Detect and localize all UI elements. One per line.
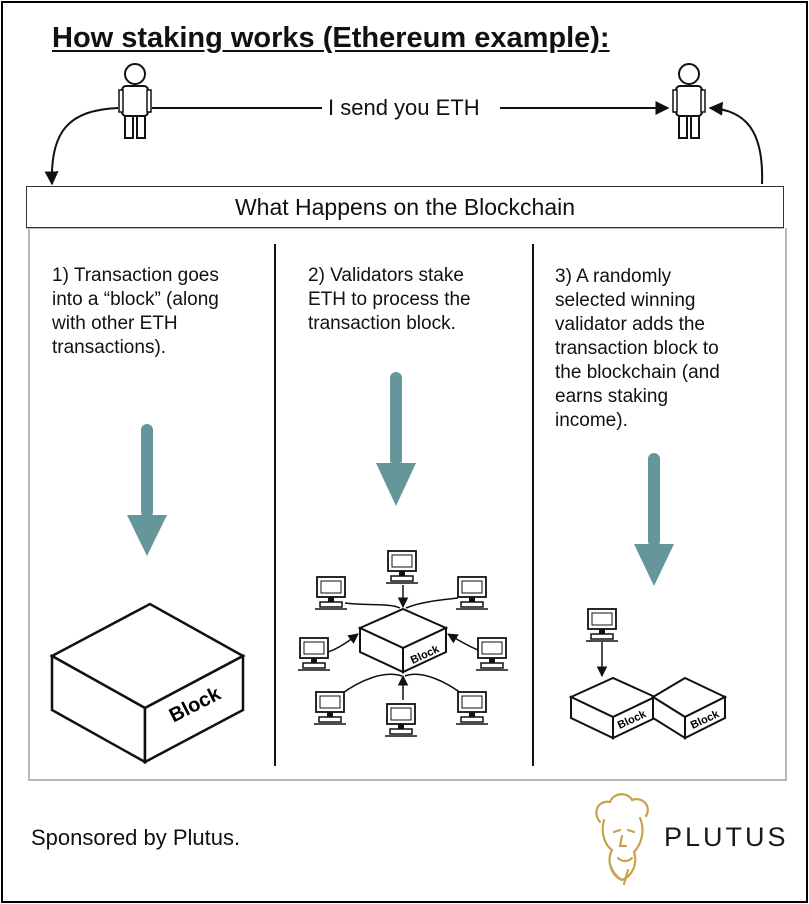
big-block-icon: Block: [49, 602, 246, 765]
step3-line: transaction block to: [555, 338, 719, 359]
step1-down-arrow-icon: [127, 424, 167, 556]
step3-line: selected winning: [555, 290, 696, 311]
step1-line: transactions).: [52, 337, 167, 358]
step3-text: 3) A randomly selected winning validator…: [555, 265, 720, 433]
receiver-person-icon: [672, 63, 706, 139]
step1-line: 1) Transaction goes: [52, 265, 219, 286]
brand-name: PLUTUS: [664, 822, 789, 852]
step2-text: 2) Validators stake ETH to process the t…: [308, 264, 471, 336]
sponsor-text: Sponsored by Plutus.: [31, 825, 241, 850]
step2-line: 2) Validators stake: [308, 265, 464, 286]
transfer-label: I send you ETH: [326, 95, 482, 121]
step-divider-2: [532, 244, 534, 766]
chain-to-receiver-arrow: [708, 101, 764, 185]
step3-line: earns staking: [555, 386, 669, 407]
step2-down-arrow-icon: [376, 372, 416, 506]
steps-panel: [28, 228, 787, 781]
step1-line: into a “block” (along: [52, 289, 219, 310]
blockchain-heading: What Happens on the Blockchain: [234, 193, 576, 220]
step3-line: income).: [555, 410, 628, 431]
step-divider-1: [274, 244, 276, 766]
blockchain-header: What Happens on the Blockchain: [26, 186, 784, 228]
step3-line: validator adds the: [555, 314, 705, 335]
validator-network: Block: [297, 550, 509, 737]
step3-down-arrow-icon: [634, 453, 674, 586]
step1-text: 1) Transaction goes into a “block” (alon…: [52, 264, 219, 360]
sender-person-icon: [118, 63, 152, 139]
step2-line: transaction block.: [308, 313, 456, 334]
step3-line: the blockchain (and: [555, 362, 720, 383]
step2-line: ETH to process the: [308, 289, 471, 310]
step3-line: 3) A randomly: [555, 266, 672, 287]
step1-line: with other ETH: [52, 313, 178, 334]
page-title: How staking works (Ethereum example):: [52, 22, 610, 54]
sender-to-chain-arrow: [44, 107, 119, 186]
blockchain-chain: Block Block: [568, 608, 728, 740]
plutus-logo-icon: [595, 793, 649, 886]
